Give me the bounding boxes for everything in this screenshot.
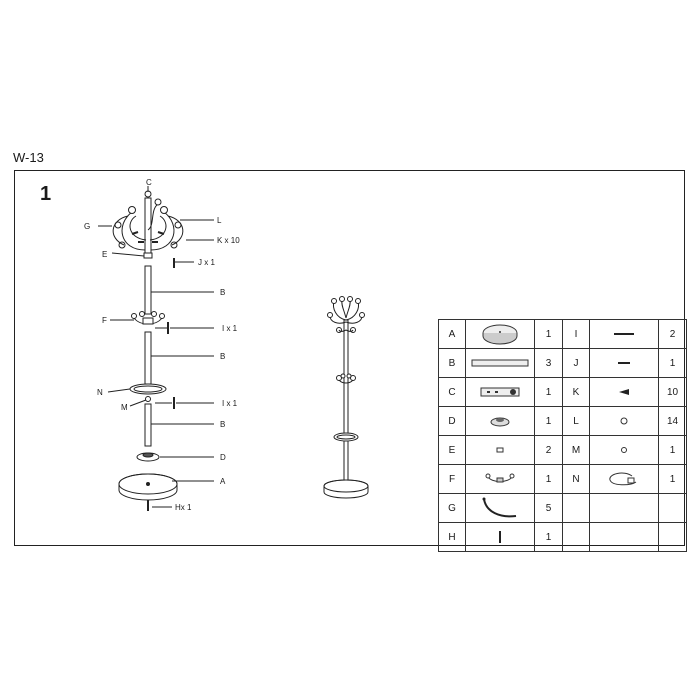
- callout-h: Hx 1: [175, 503, 192, 512]
- parts-row: E 2 M 1: [438, 435, 687, 465]
- parts-row: G 5: [438, 493, 687, 523]
- empty-cell: [658, 522, 687, 552]
- step-number: 1: [40, 183, 52, 205]
- cone-tip-icon: [589, 377, 659, 407]
- small-sleeve-icon: [465, 435, 535, 465]
- top-connector-icon: [465, 377, 535, 407]
- part-letter: C: [438, 377, 466, 407]
- part-qty: 10: [658, 377, 687, 407]
- parts-row: H 1: [438, 522, 687, 552]
- part-qty: 1: [534, 522, 563, 552]
- callout-i-upper: I x 1: [222, 324, 238, 333]
- part-qty: 1: [534, 406, 563, 436]
- parts-list-table: A 1 I 2 B 3 J 1 C: [438, 319, 687, 552]
- umbrella-ring: [107, 383, 214, 409]
- part-qty: 3: [534, 348, 563, 378]
- part-qty: 14: [658, 406, 687, 436]
- empty-cell: [589, 493, 659, 523]
- part-qty: 1: [534, 464, 563, 494]
- callout-g: G: [84, 222, 90, 231]
- parts-row: B 3 J 1: [438, 348, 687, 378]
- part-letter: M: [562, 435, 590, 465]
- parts-row: A 1 I 2: [438, 319, 687, 349]
- callout-j: J x 1: [198, 258, 215, 267]
- part-qty: 1: [658, 464, 687, 494]
- parts-row: F 1 N 1: [438, 464, 687, 494]
- callout-n: N: [97, 388, 103, 397]
- part-letter: J: [562, 348, 590, 378]
- tube-icon: [465, 348, 535, 378]
- part-qty: 2: [534, 435, 563, 465]
- callout-k: K x 10: [217, 236, 240, 245]
- parts-row: D 1 L 14: [438, 406, 687, 436]
- callout-b-lower: B: [220, 420, 225, 429]
- empty-cell: [562, 493, 590, 523]
- round-base-icon: [465, 319, 535, 349]
- empty-cell: [562, 522, 590, 552]
- top-hook-cluster: [112, 190, 184, 259]
- callout-d: D: [220, 453, 226, 462]
- part-qty: 1: [658, 348, 687, 378]
- callout-c: C: [146, 178, 152, 187]
- callout-f: F: [102, 316, 107, 325]
- part-letter: I: [562, 319, 590, 349]
- part-letter: G: [438, 493, 466, 523]
- part-qty: 1: [658, 435, 687, 465]
- part-letter: H: [438, 522, 466, 552]
- callout-m: M: [121, 403, 128, 412]
- base-cap-icon: [465, 406, 535, 436]
- small-ball-icon: [589, 435, 659, 465]
- part-qty: 1: [534, 319, 563, 349]
- part-letter: B: [438, 348, 466, 378]
- callout-a: A: [220, 477, 226, 486]
- callout-b-upper: B: [220, 288, 225, 297]
- middle-hook-holder: [110, 311, 214, 334]
- callout-l: L: [217, 216, 222, 225]
- long-bolt-icon: [465, 522, 535, 552]
- part-qty: 2: [658, 319, 687, 349]
- part-letter: L: [562, 406, 590, 436]
- short-rod-icon: [589, 348, 659, 378]
- threaded-rod-icon: [589, 319, 659, 349]
- part-letter: N: [562, 464, 590, 494]
- callout-i-lower: I x 1: [222, 399, 238, 408]
- round-base: [118, 473, 214, 501]
- hook-holder-icon: [465, 464, 535, 494]
- part-qty: 1: [534, 377, 563, 407]
- part-letter: D: [438, 406, 466, 436]
- empty-cell: [658, 493, 687, 523]
- assembled-coat-stand: [323, 296, 369, 499]
- model-code: W-13: [13, 150, 44, 165]
- part-letter: E: [438, 435, 466, 465]
- parts-row: C 1 K 10: [438, 377, 687, 407]
- umbrella-ring-icon: [589, 464, 659, 494]
- ball-knob-icon: [589, 406, 659, 436]
- part-letter: K: [562, 377, 590, 407]
- part-qty: 5: [534, 493, 563, 523]
- callout-b-middle: B: [220, 352, 225, 361]
- part-letter: A: [438, 319, 466, 349]
- callout-e: E: [102, 250, 107, 259]
- curved-hook-icon: [465, 493, 535, 523]
- empty-cell: [589, 522, 659, 552]
- part-letter: F: [438, 464, 466, 494]
